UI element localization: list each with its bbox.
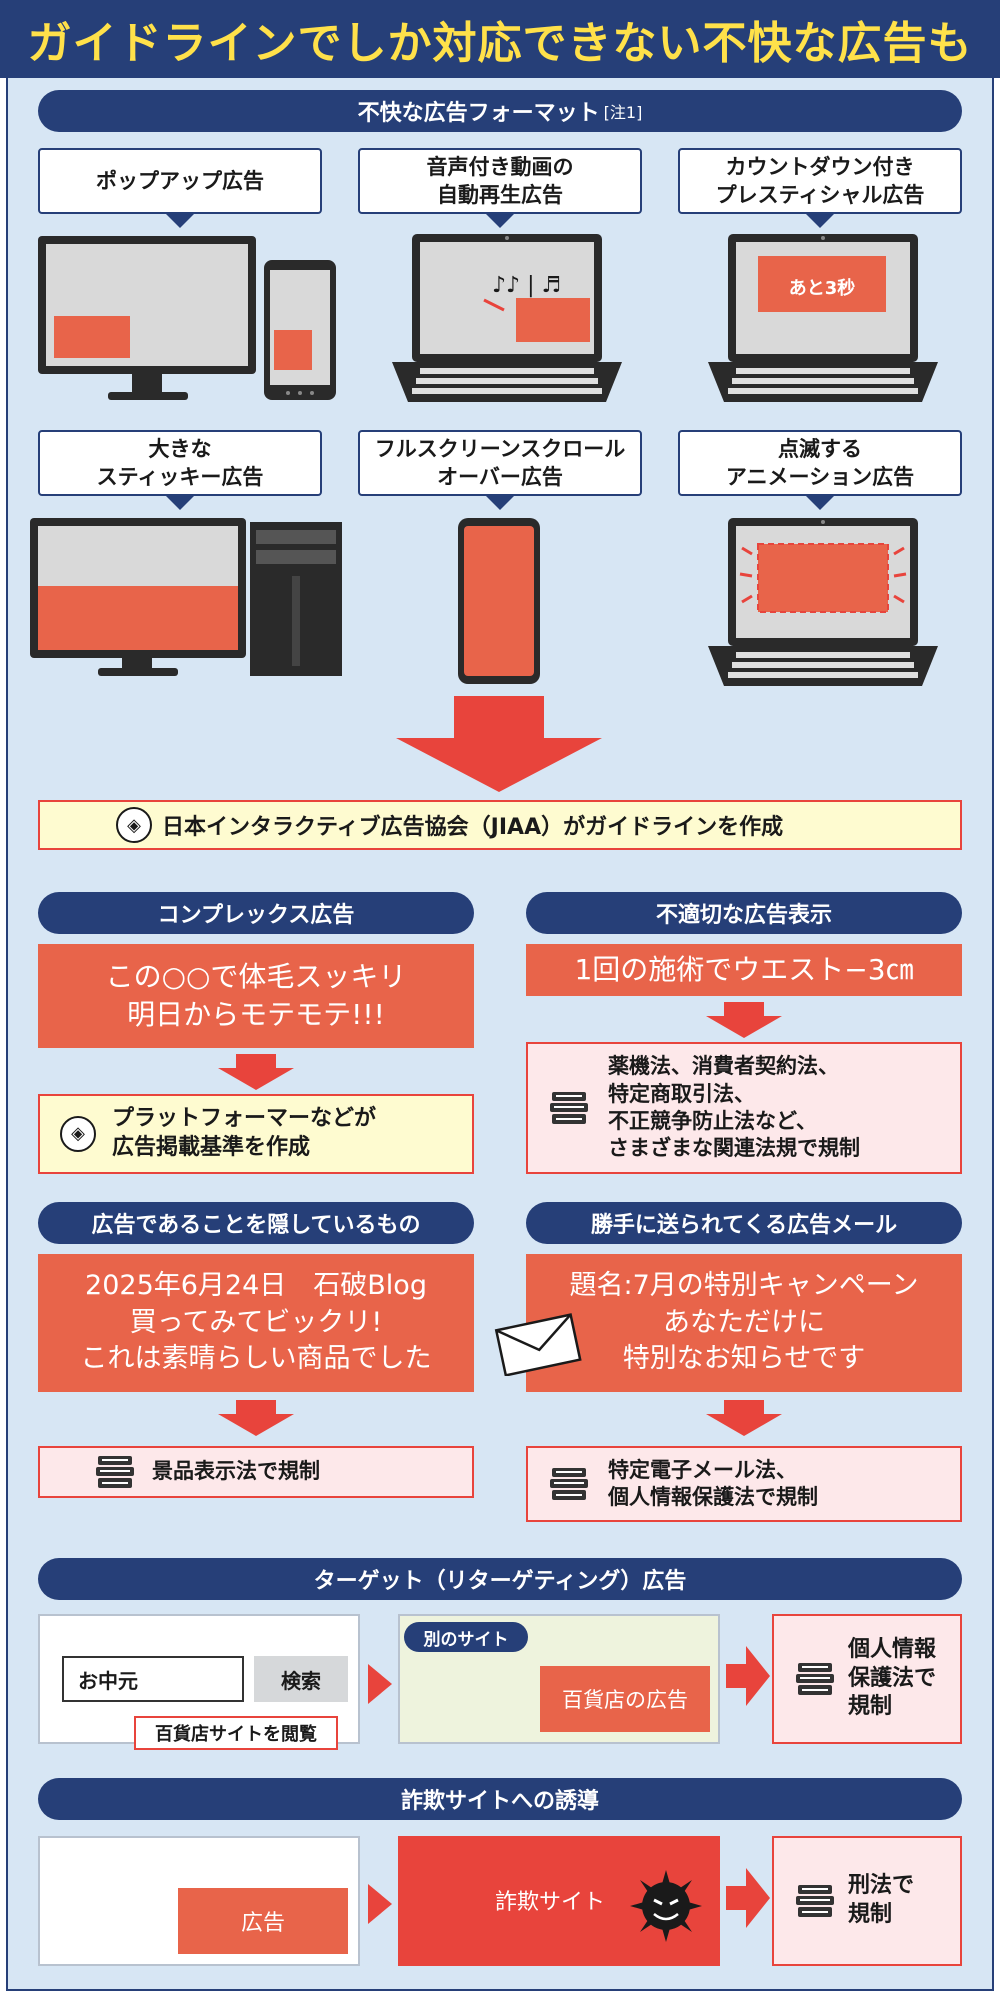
down-arrow: [706, 1002, 782, 1038]
targeting-result-text: 個人情報 保護法で 規制: [848, 1637, 937, 1720]
section-header-formats: 不快な広告フォーマット[注1]: [38, 90, 962, 132]
hidden-example: 2025年6月24日 石破Blog 買ってみてビックリ! これは素晴らしい商品で…: [38, 1254, 474, 1392]
laptop-audio-illustration: ♪♪ | ♬: [392, 234, 622, 402]
down-arrow: [218, 1054, 294, 1090]
format-label-popup: ポップアップ広告: [38, 148, 322, 214]
hidden-result: 景品表示法で規制: [38, 1446, 474, 1498]
big-down-arrow: [396, 696, 602, 792]
fraud-site-text: 詐欺サイト: [494, 1890, 605, 1915]
format-sticky-text: 大きな スティッキー広告: [96, 436, 264, 489]
format-label-sticky: 大きな スティッキー広告: [38, 430, 322, 496]
format-label-countdown: カウントダウン付き プレスティシャル広告: [678, 148, 962, 214]
pointer-triangle: [806, 214, 834, 228]
inappropriate-header: 不適切な広告表示: [526, 892, 962, 934]
fraud-header: 詐欺サイトへの誘導: [38, 1778, 962, 1820]
pointer-triangle: [166, 496, 194, 510]
hidden-header: 広告であることを隠しているもの: [38, 1202, 474, 1244]
pointer-triangle: [806, 496, 834, 510]
format-countdown-text: カウントダウン付き プレスティシャル広告: [715, 154, 925, 207]
email-example-text: 題名:7月の特別キャンペーン あなただけに 特別なお知らせです: [569, 1270, 919, 1375]
hidden-header-text: 広告であることを隠しているもの: [91, 1213, 421, 1238]
books-icon: [796, 1663, 834, 1695]
section-formats-label: 不快な広告フォーマット: [357, 101, 600, 126]
laptop-flashing-illustration: [708, 518, 938, 686]
down-arrow: [706, 1400, 782, 1436]
search-button[interactable]: 検索: [254, 1656, 348, 1702]
targeting-header-text: ターゲット（リターゲティング）広告: [313, 1569, 687, 1594]
inappropriate-header-text: 不適切な広告表示: [655, 903, 832, 928]
envelope-icon: [494, 1313, 582, 1376]
page-title: ガイドラインでしか対応できない不快な広告も: [27, 18, 973, 69]
phone-fullscreen-illustration: [458, 518, 540, 684]
books-icon: [96, 1456, 134, 1488]
right-arrow: [726, 1868, 770, 1928]
down-arrow: [218, 1400, 294, 1436]
format-popup-text: ポップアップ広告: [96, 168, 264, 193]
complex-result-text: プラットフォーマーなどが 広告掲載基準を作成: [112, 1106, 377, 1160]
format-flashing-text: 点滅する アニメーション広告: [725, 436, 915, 489]
email-example: 題名:7月の特別キャンペーン あなただけに 特別なお知らせです: [526, 1254, 962, 1392]
right-arrow: [726, 1646, 770, 1706]
inappropriate-result: 薬機法、消費者契約法、 特定商取引法、 不正競争防止法など、 さまざまな関連法規…: [526, 1042, 962, 1174]
inappropriate-example-text: 1回の施術でウエスト−3㎝: [574, 953, 914, 987]
email-result-text: 特定電子メール法、 個人情報保護法で規制: [608, 1457, 818, 1509]
countdown-text: あと3秒: [788, 278, 856, 299]
complex-example: この○○で体毛スッキリ 明日からモテモテ!!!: [38, 944, 474, 1048]
fraud-result: 刑法で 規制: [772, 1836, 962, 1966]
malware-icon: [630, 1870, 702, 1942]
pointer-triangle: [166, 214, 194, 228]
books-icon: [796, 1885, 834, 1917]
format-label-flashing: 点滅する アニメーション広告: [678, 430, 962, 496]
books-icon: [550, 1092, 588, 1124]
department-store-ad[interactable]: 百貨店の広告: [540, 1666, 710, 1732]
complex-result: ◈ プラットフォーマーなどが 広告掲載基準を作成: [38, 1094, 474, 1174]
popup-ad: [54, 316, 130, 358]
email-result: 特定電子メール法、 個人情報保護法で規制: [526, 1446, 962, 1522]
targeting-header: ターゲット（リターゲティング）広告: [38, 1558, 962, 1600]
pointer-triangle: [486, 214, 514, 228]
email-header: 勝手に送られてくる広告メール: [526, 1202, 962, 1244]
compass-icon: ◈: [60, 1116, 96, 1152]
laptop-countdown-illustration: [708, 234, 938, 402]
format-label-fullscreen: フルスクリーンスクロール オーバー広告: [358, 430, 642, 496]
targeting-result: 個人情報 保護法で 規制: [772, 1614, 962, 1744]
format-autoplay-text: 音声付き動画の 自動再生広告: [426, 154, 574, 207]
monitor-phone-illustration: [38, 236, 336, 400]
svg-text:♪♪ | ♬: ♪♪ | ♬: [492, 273, 561, 298]
complex-header: コンプレックス広告: [38, 892, 474, 934]
search-input[interactable]: お中元: [62, 1656, 244, 1702]
inappropriate-example: 1回の施術でウエスト−3㎝: [526, 944, 962, 996]
right-arrow: [368, 1884, 392, 1924]
books-icon: [550, 1468, 588, 1500]
other-site-tag: 別のサイト: [404, 1622, 528, 1652]
compass-icon: ◈: [116, 807, 152, 843]
jiaa-box: ◈ 日本インタラクティブ広告協会（JIAA）がガイドラインを作成: [38, 800, 962, 850]
fraud-header-text: 詐欺サイトへの誘導: [400, 1789, 599, 1814]
complex-example-text: この○○で体毛スッキリ 明日からモテモテ!!!: [105, 960, 407, 1031]
hidden-example-text: 2025年6月24日 石破Blog 買ってみてビックリ! これは素晴らしい商品で…: [80, 1270, 432, 1375]
fraud-result-text: 刑法で 規制: [848, 1873, 915, 1927]
email-header-text: 勝手に送られてくる広告メール: [590, 1213, 898, 1238]
title-bar: ガイドラインでしか対応できない不快な広告も: [0, 0, 1000, 78]
jiaa-text: 日本インタラクティブ広告協会（JIAA）がガイドラインを作成: [162, 815, 784, 840]
browse-tag: 百貨店サイトを閲覧: [134, 1716, 338, 1750]
complex-header-text: コンプレックス広告: [157, 903, 355, 928]
format-label-autoplay: 音声付き動画の 自動再生広告: [358, 148, 642, 214]
hidden-result-text: 景品表示法で規制: [152, 1459, 320, 1484]
right-arrow: [368, 1664, 392, 1704]
fraud-ad[interactable]: 広告: [178, 1888, 348, 1954]
monitor-tower-illustration: [30, 518, 342, 676]
format-fullscreen-text: フルスクリーンスクロール オーバー広告: [374, 436, 626, 489]
pointer-triangle: [486, 496, 514, 510]
section-formats-note: [注1]: [603, 103, 643, 122]
inappropriate-result-text: 薬機法、消費者契約法、 特定商取引法、 不正競争防止法など、 さまざまな関連法規…: [608, 1054, 860, 1161]
